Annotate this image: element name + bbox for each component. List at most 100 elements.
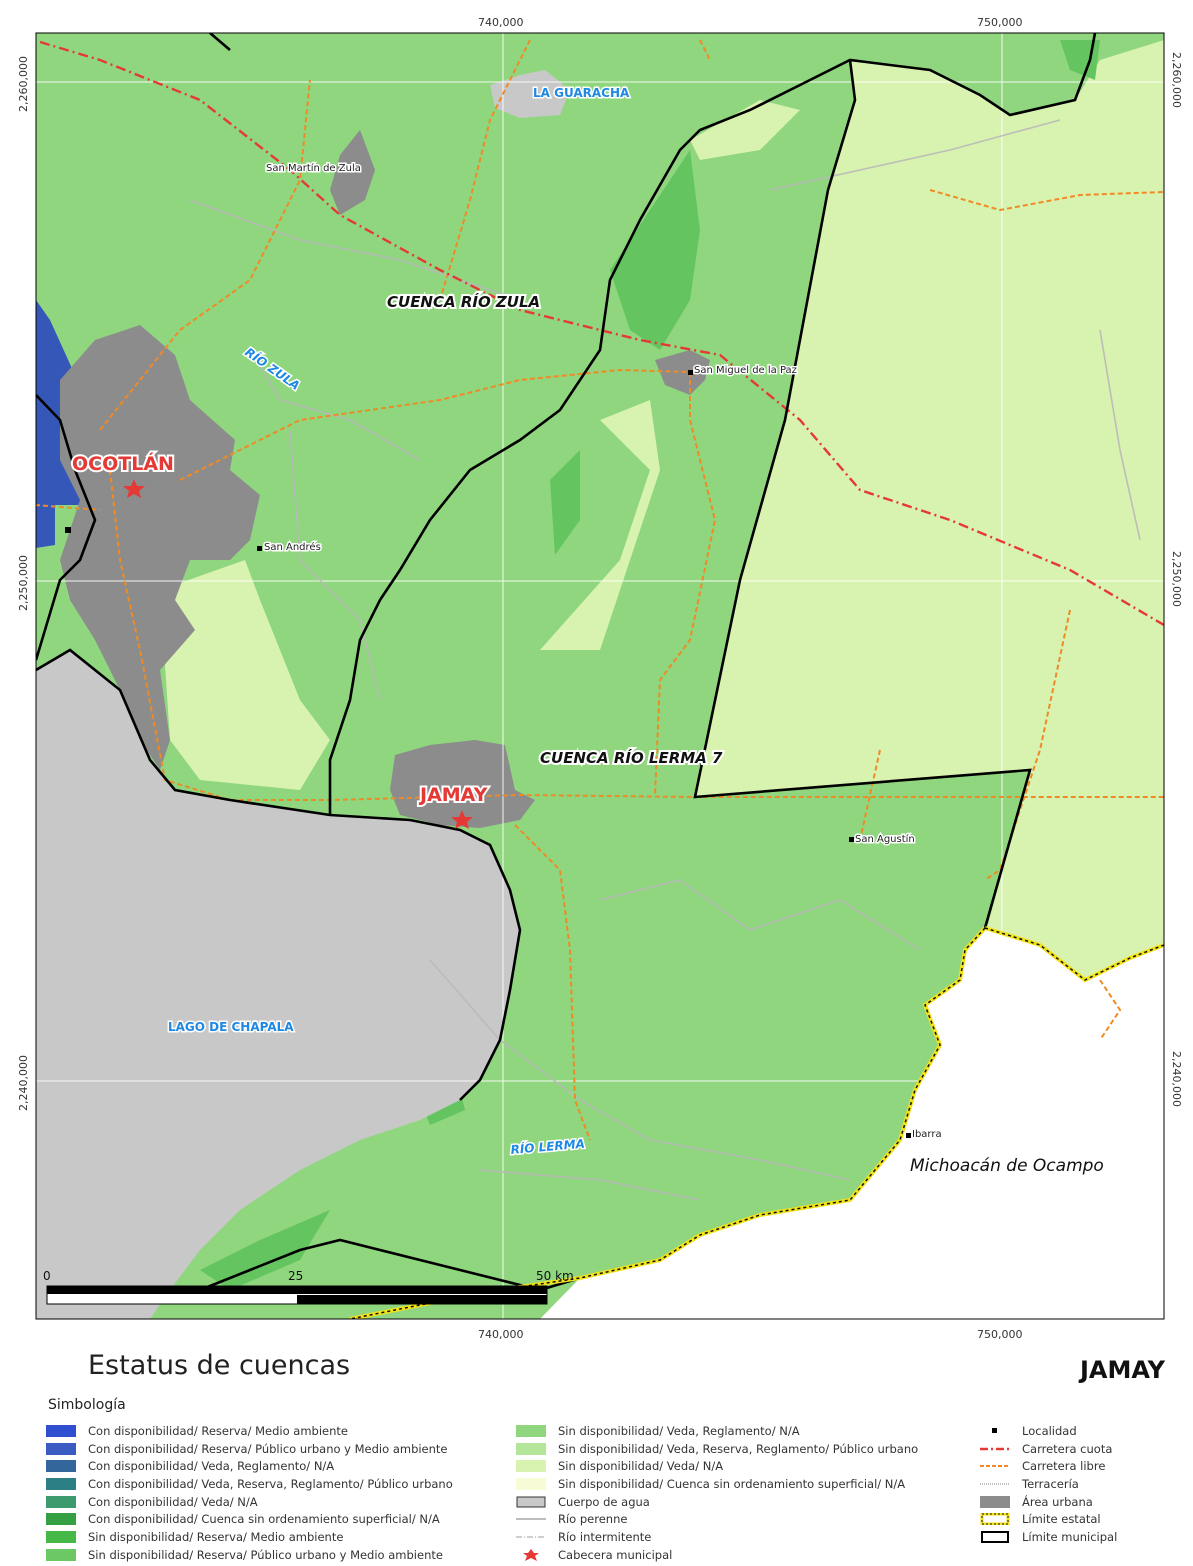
legend-swatch — [516, 1496, 546, 1508]
michoacan-area — [540, 928, 1164, 1319]
legend-swatch — [980, 1495, 1010, 1508]
legend-item-con-disponibilidad-veda-reserva-reglamento-publico-urbano: Con disponibilidad/ Veda, Reserva, Regla… — [46, 1475, 453, 1493]
legend-label: Sin disponibilidad/ Veda, Reglamento/ N/… — [558, 1423, 800, 1438]
legend-column-2: Sin disponibilidad/ Veda, Reglamento/ N/… — [516, 1422, 918, 1564]
legend-column-1: Con disponibilidad/ Reserva/ Medio ambie… — [46, 1422, 453, 1564]
legend-swatch — [980, 1425, 1010, 1437]
legend-swatch — [46, 1460, 76, 1473]
coord-bottom-740: 740,000 — [478, 1328, 524, 1340]
label-michoacan: Michoacán de Ocampo — [910, 1156, 1104, 1176]
toll-road-line — [39, 40, 1164, 627]
scale-tick-0: 0 — [43, 1269, 51, 1283]
label-la-guaracha: LA GUARACHA — [533, 86, 630, 100]
legend-swatch — [980, 1443, 1010, 1455]
coord-top-750: 750,000 — [977, 16, 1023, 29]
legend-label: Área urbana — [1022, 1494, 1093, 1509]
legend-item-terraceria: Terracería — [980, 1475, 1117, 1493]
legend-item-con-disponibilidad-veda-n-a: Con disponibilidad/ Veda/ N/A — [46, 1493, 453, 1511]
urban-ocotlan-area — [60, 325, 260, 770]
legend-swatch — [46, 1442, 76, 1455]
cabecera-ocotlan-star — [123, 479, 145, 498]
legend-item-con-disponibilidad-reserva-publico-urbano-y-medio-ambiente: Con disponibilidad/ Reserva/ Público urb… — [46, 1440, 453, 1458]
legend-swatch — [46, 1530, 76, 1543]
legend-swatch — [46, 1548, 76, 1561]
label-lago-chapala: LAGO DE CHAPALA — [168, 1020, 294, 1034]
legend-item-con-disponibilidad-veda-reglamento-n-a: Con disponibilidad/ Veda, Reglamento/ N/… — [46, 1457, 453, 1475]
legend-swatch — [46, 1495, 76, 1508]
legend-label: Con disponibilidad/ Reserva/ Medio ambie… — [88, 1423, 348, 1438]
legend-label: Con disponibilidad/ Veda, Reserva, Regla… — [88, 1476, 453, 1491]
legend-label: Con disponibilidad/ Cuenca sin ordenamie… — [88, 1512, 440, 1527]
legend-label: Con disponibilidad/ Veda/ N/A — [88, 1494, 258, 1509]
legend-item-rio-perenne: Río perenne — [516, 1510, 918, 1528]
legend-label: Carretera cuota — [1022, 1441, 1113, 1456]
legend-item-carretera-libre: Carretera libre — [980, 1457, 1117, 1475]
legend-label: Límite municipal — [1022, 1529, 1118, 1544]
legend-swatch — [46, 1477, 76, 1490]
label-san-martin: San Martín de Zula — [266, 162, 361, 174]
locality-san-miguel-dot — [688, 370, 693, 375]
locality-san-agustin-dot — [849, 837, 854, 842]
legend-swatch — [516, 1442, 546, 1455]
legend-item-sin-disponibilidad-veda-reglamento-n-a: Sin disponibilidad/ Veda, Reglamento/ N/… — [516, 1422, 918, 1440]
basin-reserva-area — [610, 150, 700, 350]
municipal-boundary-line — [36, 33, 1097, 1302]
label-ocotlan: OCOTLÁN — [72, 452, 174, 475]
legend-label: Localidad — [1022, 1423, 1077, 1438]
legend-item-sin-disponibilidad-veda-n-a: Sin disponibilidad/ Veda/ N/A — [516, 1457, 918, 1475]
label-ibarra: Ibarra — [912, 1129, 942, 1140]
coord-left-2250: 2,250,000 — [17, 555, 30, 611]
legend-swatch — [980, 1478, 1010, 1490]
legend-item-limite-municipal: Límite municipal — [980, 1528, 1117, 1546]
legend-label: Carretera libre — [1022, 1459, 1106, 1474]
coord-bottom-750: 750,000 — [977, 1328, 1023, 1340]
legend-item-sin-disponibilidad-reserva-medio-ambiente: Sin disponibilidad/ Reserva/ Medio ambie… — [46, 1528, 453, 1546]
legend-swatch — [980, 1530, 1010, 1543]
legend-item-rio-intermitente: Río intermitente — [516, 1528, 918, 1546]
legend-item-sin-disponibilidad-cuenca-sin-ordenamiento-superficial-n-a: Sin disponibilidad/ Cuenca sin ordenamie… — [516, 1475, 918, 1493]
legend-swatch — [980, 1513, 1010, 1526]
legend-label: Con disponibilidad/ Veda, Reglamento/ N/… — [88, 1459, 335, 1474]
coord-left-2260: 2,260,000 — [17, 56, 30, 112]
locality-ibarra-dot — [906, 1133, 911, 1138]
legend-label: Río perenne — [558, 1512, 628, 1527]
legend-item-cuerpo-de-agua: Cuerpo de agua — [516, 1493, 918, 1511]
coord-right-2250: 2,250,000 — [1170, 551, 1183, 607]
municipality-name: JAMAY — [1079, 1356, 1165, 1384]
urban-jamay-area — [390, 740, 535, 828]
lake-chapala-area — [36, 650, 520, 1319]
legend-swatch — [516, 1460, 546, 1473]
label-cuenca-lerma: CUENCA RÍO LERMA 7 — [540, 748, 723, 767]
scale-tick-50: 50 km — [536, 1269, 574, 1283]
label-san-agustin: San Agustín — [855, 833, 915, 845]
legend-label: Terracería — [1022, 1476, 1079, 1491]
cabecera-jamay-star — [451, 810, 473, 829]
label-jamay: JAMAY — [418, 784, 488, 806]
basin-light-west-area — [160, 560, 330, 790]
locality-san-andres-dot — [257, 546, 262, 551]
legend-label: Cuerpo de agua — [558, 1494, 650, 1509]
map-title: Estatus de cuencas — [88, 1350, 351, 1381]
legend-item-con-disponibilidad-reserva-medio-ambiente: Con disponibilidad/ Reserva/ Medio ambie… — [46, 1422, 453, 1440]
scale-tick-25: 25 — [288, 1269, 303, 1283]
label-san-miguel: San Miguel de la Paz — [694, 365, 797, 376]
legend-label: Sin disponibilidad/ Reserva/ Público urb… — [88, 1547, 443, 1562]
legend-item-area-urbana: Área urbana — [980, 1493, 1117, 1511]
legend-label: Río intermitente — [558, 1529, 652, 1544]
legend-swatch — [516, 1513, 546, 1525]
legend-label: Sin disponibilidad/ Cuenca sin ordenamie… — [558, 1476, 906, 1491]
legend-item-limite-estatal: Límite estatal — [980, 1510, 1117, 1528]
label-san-andres: San Andrés — [264, 541, 321, 553]
legend-label: Sin disponibilidad/ Reserva/ Medio ambie… — [88, 1529, 344, 1544]
label-cuenca-zula: CUENCA RÍO ZULA — [387, 292, 540, 311]
coord-left-2240: 2,240,000 — [17, 1055, 30, 1111]
legend-swatch — [46, 1513, 76, 1526]
map-border — [35, 32, 1165, 1320]
scale-bar: 0 25 50 km — [43, 1269, 574, 1305]
coord-top-740: 740,000 — [478, 16, 524, 29]
legend-item-carretera-cuota: Carretera cuota — [980, 1440, 1117, 1458]
legend-label: Sin disponibilidad/ Veda/ N/A — [558, 1459, 724, 1474]
legend-item-cabecera-municipal: Cabecera municipal — [516, 1546, 918, 1564]
legend-item-localidad: Localidad — [980, 1422, 1117, 1440]
